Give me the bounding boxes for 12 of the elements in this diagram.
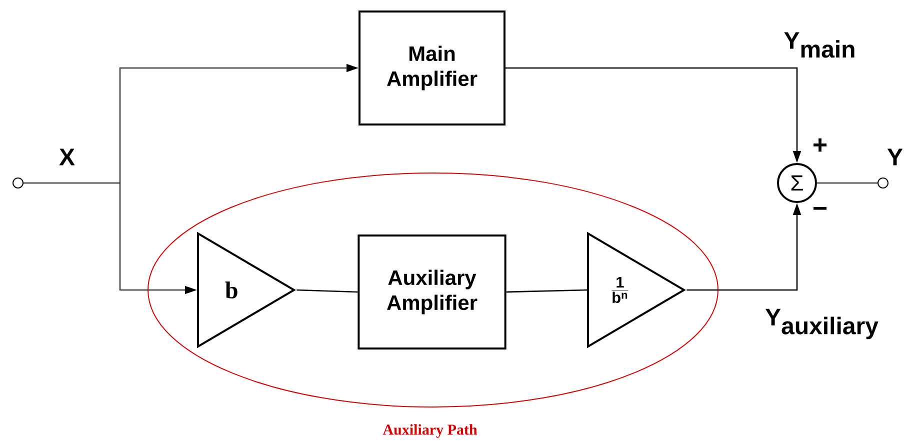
amplifier-box: Main Amplifier bbox=[358, 10, 506, 126]
signal-label: $\textbf{Y}_{\textbf{main}}$ bbox=[784, 32, 854, 58]
amplifier-box: Auxiliary Amplifier bbox=[358, 234, 506, 350]
node-label: Auxiliary Path bbox=[382, 424, 478, 438]
terminal-circle bbox=[12, 178, 24, 188]
signal-label: X bbox=[59, 148, 75, 166]
terminal-circle bbox=[878, 178, 888, 188]
sign-label: + bbox=[814, 138, 827, 152]
signal-label: $\textbf{Y}_{\textbf{auxiliary}}$ bbox=[765, 308, 878, 340]
summing-junction: Σ bbox=[777, 163, 817, 203]
signal-label: Y bbox=[887, 148, 903, 166]
sign-label: − bbox=[814, 206, 827, 210]
